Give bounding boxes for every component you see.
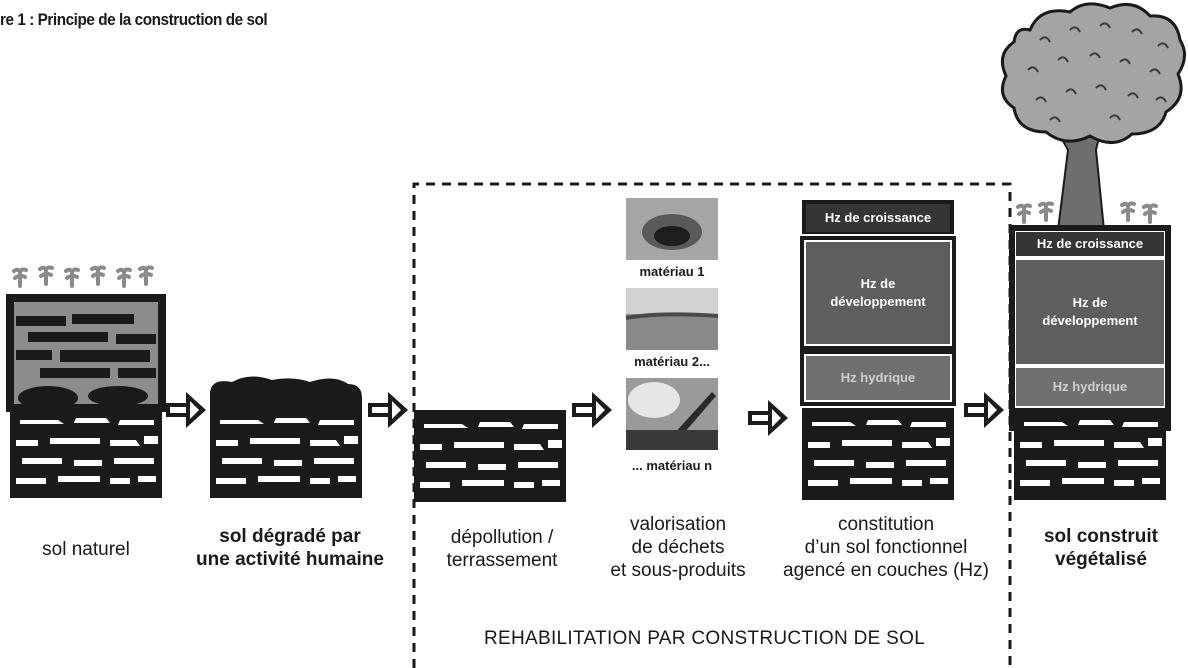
arrow-icon (748, 400, 788, 436)
stage-degraded-soil (210, 376, 362, 498)
arrow-icon (964, 392, 1004, 428)
layer-growth-label: Hz de croissance (806, 204, 950, 232)
stage-caption: dépollution / terrassement (446, 527, 558, 571)
material-photo-3 (626, 378, 718, 450)
arrow-icon (368, 392, 408, 428)
stage-natural-soil (6, 265, 166, 498)
arrow-icon (166, 392, 206, 428)
stage-caption: constitution d’un sol fonctionnel agencé… (783, 514, 989, 581)
tree-illustration (1000, 2, 1186, 231)
layer-growth-label: Hz de croissance (1016, 232, 1164, 256)
stage-caption: valorisation de déchets et sous-produits (610, 514, 746, 581)
material-photo-2 (625, 288, 719, 350)
figure-title: re 1 : Principe de la construction de so… (0, 10, 268, 29)
material-label: ... matériau n (631, 458, 713, 473)
stage-remediation (414, 410, 566, 502)
arrow-icon (572, 392, 612, 428)
stage-caption: sol construit végétalisé (1043, 526, 1158, 570)
layer-development-label: Hz de développement (1016, 260, 1164, 364)
material-label: matériau 1 (639, 264, 705, 279)
stage-caption: sol dégradé par une activité humaine (196, 526, 384, 570)
layer-water-label: Hz hydrique (1016, 368, 1164, 406)
layer-development-label: Hz de développement (806, 242, 950, 344)
rehabilitation-label: REHABILITATION PAR CONSTRUCTION DE SOL (484, 628, 926, 649)
natural-soil-plants (12, 265, 154, 288)
layer-water-label: Hz hydrique (806, 356, 950, 400)
material-label: matériau 2... (634, 354, 710, 369)
material-photo-1 (626, 198, 718, 260)
stage-caption: sol naturel (42, 539, 130, 560)
